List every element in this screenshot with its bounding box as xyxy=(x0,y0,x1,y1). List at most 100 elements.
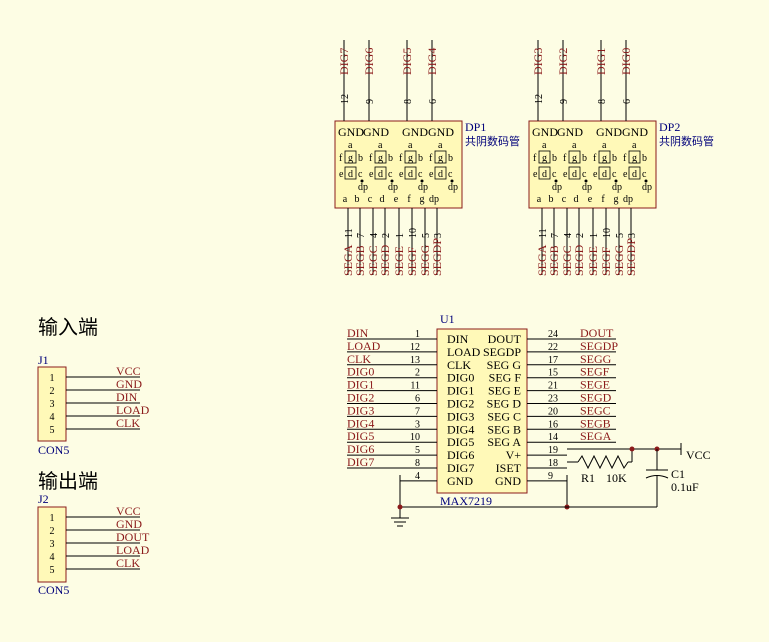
dp2-seg-pin-letter: d xyxy=(574,194,579,205)
dp2-seg-net: SEGA xyxy=(535,244,549,276)
u1-left-name: DIG1 xyxy=(447,384,474,398)
dp2-ref: DP2 xyxy=(659,120,680,134)
u1-left-pin: 13 xyxy=(410,355,420,366)
c1-plate-bottom xyxy=(645,475,669,479)
dp1-seg-letter: g xyxy=(408,153,413,164)
dp2-seg-net: SEGC xyxy=(560,245,574,276)
dp2-seg-pin-letter: e xyxy=(588,194,593,205)
dp1-gnd-label: GND xyxy=(363,125,389,139)
dp2-dp-dot xyxy=(584,179,588,183)
dp1-seg-pin-letter: b xyxy=(355,194,360,205)
dp1-seg-letter: e xyxy=(429,169,434,180)
dp2-seg-letter: d xyxy=(572,169,577,180)
j1-net-label: VCC xyxy=(116,364,141,378)
ground-symbol xyxy=(391,517,409,527)
dp1-gnd-label: GND xyxy=(428,125,454,139)
u1-right-pin: 19 xyxy=(548,445,558,456)
dp2-seg-net: SEGB xyxy=(547,245,561,276)
dp2-seg-letter: e xyxy=(563,169,568,180)
u1-left-net: DIG3 xyxy=(347,403,374,417)
dp1-seg-letter: c xyxy=(418,169,423,180)
j2-pin-number: 3 xyxy=(50,539,55,550)
r1-value: 10K xyxy=(606,471,627,485)
dp2-seg-pin: 11 xyxy=(538,228,549,238)
j1-ref: J1 xyxy=(38,353,49,367)
dp2-digit-upper xyxy=(538,150,551,164)
dp2-seg-letter: d xyxy=(602,169,607,180)
dp2-seg-letter: g xyxy=(602,153,607,164)
dp1-seg-letter: d xyxy=(438,169,443,180)
dp1-seg-pin-letter: g xyxy=(420,194,425,205)
dp1-digit-pin: 6 xyxy=(428,99,439,104)
dp1-seg-letter: d xyxy=(348,169,353,180)
dp2-digit-upper xyxy=(598,150,611,164)
u1-left-net: DIG1 xyxy=(347,378,374,392)
dp1-seg-letter: g xyxy=(438,153,443,164)
dp1-seg-net: SEGD xyxy=(378,244,392,276)
dp2-digit-pin: 12 xyxy=(534,94,545,104)
u1-left-name: DIG5 xyxy=(447,435,474,449)
dp2-digit-net: DIG1 xyxy=(594,48,608,75)
u1-left-net: DIG5 xyxy=(347,429,374,443)
dp2-seg-net: SEGD xyxy=(572,244,586,276)
u1-right-name: SEG C xyxy=(487,409,521,423)
dp2-seg-net: SEGE xyxy=(586,246,600,276)
dp1-seg-pin-letter: f xyxy=(407,194,411,205)
dp1-seg-pin-letter: dp xyxy=(429,194,439,205)
dp1-seg-letter: c xyxy=(388,169,393,180)
dp2-seg-letter: f xyxy=(533,153,537,164)
dp1-seg-letter: f xyxy=(369,153,373,164)
u1-left-net: DIG2 xyxy=(347,391,374,405)
dp1-seg-letter: b xyxy=(358,153,363,164)
dp2-seg-letter: d xyxy=(632,169,637,180)
j2-part: CON5 xyxy=(38,583,69,597)
j1-pin-number: 4 xyxy=(50,412,55,423)
u1-left-pin: 10 xyxy=(410,432,420,443)
u1-left-pin: 5 xyxy=(415,445,420,456)
u1-right-name: SEG D xyxy=(487,397,522,411)
dp2-digit-lower xyxy=(538,166,551,180)
dp2-seg-letter: b xyxy=(612,153,617,164)
output-title: 输出端 xyxy=(38,469,98,493)
dp2-seg-letter: c xyxy=(642,169,647,180)
dp2-body xyxy=(528,120,657,209)
dp2-seg-letter: f xyxy=(623,153,627,164)
dp1-digit-lower xyxy=(374,166,387,180)
dp2-dp-dot xyxy=(644,179,648,183)
u1-right-net: SEGA xyxy=(580,429,612,443)
dp1-seg-letter: e xyxy=(369,169,374,180)
dp2-seg-letter: g xyxy=(572,153,577,164)
dp2-seg-pin-letter: dp xyxy=(623,194,633,205)
dp2-seg-pin: 4 xyxy=(563,233,574,238)
power-network: VCC R1 10K C1 0.1uF xyxy=(391,443,711,527)
dp2-digit-upper xyxy=(568,150,581,164)
j2-ref: J2 xyxy=(38,492,49,506)
u1-right-name: SEGDP xyxy=(483,345,521,359)
u1-left-name: DIG2 xyxy=(447,397,474,411)
u1-right-pin: 16 xyxy=(548,419,558,430)
dp1-seg-letter: d xyxy=(378,169,383,180)
dp1-seg-letter: c xyxy=(358,169,363,180)
dp2-digit-lower xyxy=(628,166,641,180)
dp1-dp-dot xyxy=(450,179,454,183)
dp1-seg-pin: 10 xyxy=(408,228,419,238)
c1-value: 0.1uF xyxy=(671,480,699,494)
dp2-seg-letter: f xyxy=(563,153,567,164)
u1-left-pin: 11 xyxy=(410,381,420,392)
dp2-seg-letter: d xyxy=(542,169,547,180)
dp2-gnd-label: GND xyxy=(596,125,622,139)
dp2-seg-pin: 7 xyxy=(550,233,561,238)
dp1-seg-pin-letter: e xyxy=(394,194,399,205)
dp2-digit-net: DIG3 xyxy=(531,48,545,75)
u1-left-name: LOAD xyxy=(447,345,481,359)
dp1-seg-net: SEGB xyxy=(353,245,367,276)
u1-right-pin: 15 xyxy=(548,368,558,379)
r1-ref: R1 xyxy=(581,471,595,485)
u1-left-name: CLK xyxy=(447,358,471,372)
dp1-digit-lower xyxy=(434,166,447,180)
u1-left-net: DIG7 xyxy=(347,455,374,469)
